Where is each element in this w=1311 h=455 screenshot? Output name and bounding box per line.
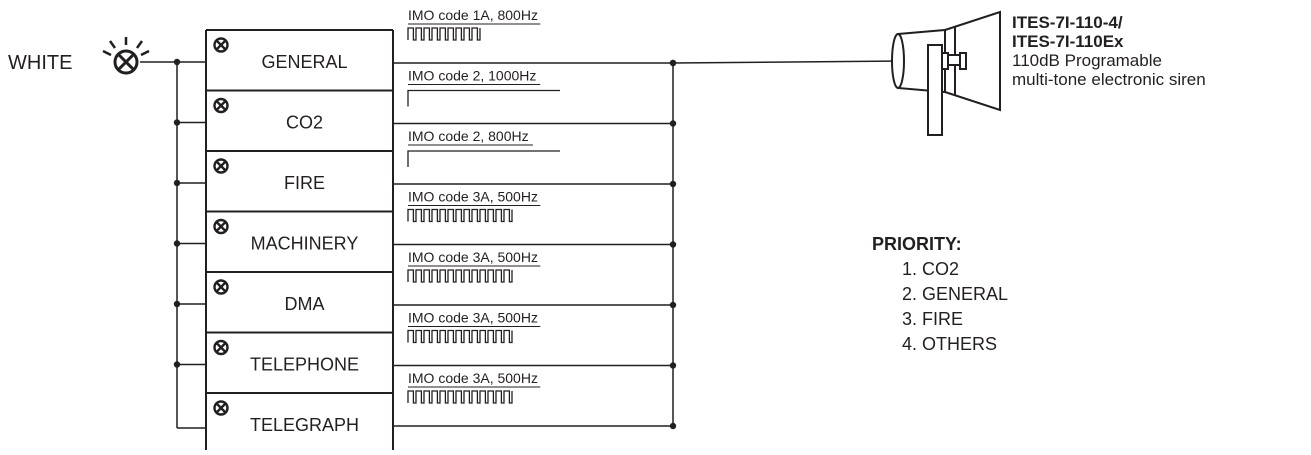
siren-desc-line1: 110dB Programable xyxy=(1012,51,1162,70)
junction-dot xyxy=(669,59,677,67)
channel-label: MACHINERY xyxy=(251,234,359,254)
junction-dot xyxy=(173,300,181,308)
junction-dot xyxy=(173,240,181,247)
junction-dot xyxy=(173,179,181,187)
signal-label: IMO code 3A, 500Hz xyxy=(408,189,538,205)
waveform-step xyxy=(407,89,560,107)
indicator-lamp-icon xyxy=(213,97,229,114)
lamp-cross xyxy=(215,342,227,353)
siren-desc-line2: multi-tone electronic siren xyxy=(1012,70,1206,89)
signal-label: IMO code 3A, 500Hz xyxy=(408,249,538,265)
channel-label: TELEPHONE xyxy=(250,355,359,375)
junction-dot xyxy=(173,361,181,368)
lamp-cross xyxy=(215,100,227,111)
siren-horn-icon xyxy=(891,10,1001,136)
white-label: WHITE xyxy=(8,52,72,74)
junction-dot xyxy=(669,362,677,369)
lamp-cross xyxy=(215,281,227,293)
junction-dot xyxy=(173,119,181,126)
channel-label: DMA xyxy=(285,294,325,314)
indicator-lamp-icon xyxy=(213,37,229,53)
priority-title: PRIORITY: xyxy=(872,234,962,254)
waveform-pulse xyxy=(407,329,513,344)
indicator-lamp-icon xyxy=(213,400,229,416)
waveform-pulse xyxy=(407,269,513,283)
channel-label: GENERAL xyxy=(261,52,347,72)
junction-dot xyxy=(669,120,677,127)
waveform-pulse xyxy=(407,390,513,404)
priority-item-1: 1. CO2 xyxy=(902,259,959,279)
siren-model-line2: ITES-7I-110Ex xyxy=(1012,32,1124,51)
waveform-pulse xyxy=(407,27,481,41)
junction-dot xyxy=(669,301,677,309)
indicator-lamp-icon xyxy=(213,158,229,174)
channel-label: CO2 xyxy=(286,113,323,133)
lamp-cross xyxy=(215,160,227,172)
waveform-step xyxy=(407,150,560,167)
channel-fire: FIRE IMO code 2, 800Hz xyxy=(205,128,560,212)
channel-telegraph: TELEGRAPH IMO code 3A, 500Hz xyxy=(205,370,541,454)
channel-label: FIRE xyxy=(284,173,325,193)
signal-label: IMO code 1A, 800Hz xyxy=(408,7,538,23)
indicator-lamp-icon xyxy=(213,218,229,235)
priority-item-2: 2. GENERAL xyxy=(902,284,1008,304)
signal-label: IMO code 3A, 500Hz xyxy=(408,370,538,386)
channel-general: GENERAL IMO code 1A, 800Hz xyxy=(205,7,541,91)
channel-machinery: MACHINERY IMO code 3A, 500Hz xyxy=(205,189,541,272)
wiring xyxy=(140,58,899,430)
junction-dot xyxy=(669,241,677,248)
channel-co2: CO2 IMO code 2, 1000Hz xyxy=(205,68,560,151)
signal-label: IMO code 2, 1000Hz xyxy=(408,68,536,84)
junction-dot xyxy=(173,58,181,66)
junction-dot xyxy=(669,180,677,188)
lamp-cross xyxy=(215,39,227,51)
signal-label: IMO code 3A, 500Hz xyxy=(408,310,538,326)
channel-dma: DMA IMO code 3A, 500Hz xyxy=(205,249,541,333)
lamp-cross xyxy=(215,221,227,232)
channel-telephone: TELEPHONE IMO code 3A, 500Hz xyxy=(205,310,541,393)
indicator-lamp-icon xyxy=(213,279,229,295)
channel-label: TELEGRAPH xyxy=(250,415,359,435)
junction-dot xyxy=(669,422,677,430)
signal-label: IMO code 2, 800Hz xyxy=(408,128,529,144)
white-lamp-icon xyxy=(102,37,150,75)
siren-feed-wire xyxy=(672,60,899,64)
priority-item-3: 3. FIRE xyxy=(902,309,963,329)
waveform-pulse xyxy=(407,208,513,223)
priority-item-4: 4. OTHERS xyxy=(902,334,997,354)
lamp-cross xyxy=(215,402,227,414)
indicator-lamp-icon xyxy=(213,339,229,356)
siren-model-line1: ITES-7I-110-4/ xyxy=(1012,13,1123,32)
